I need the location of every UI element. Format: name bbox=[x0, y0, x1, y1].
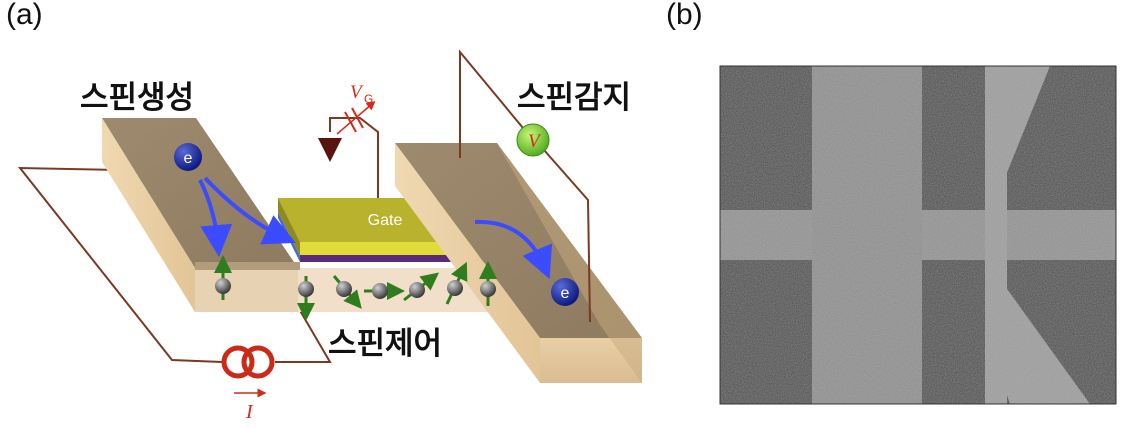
electron-injector: e bbox=[174, 143, 202, 171]
variable-capacitor-icon bbox=[336, 101, 376, 135]
current-symbol: I bbox=[245, 401, 254, 423]
ground-icon bbox=[318, 138, 342, 162]
panel-label-a: (a) bbox=[6, 0, 43, 31]
current-loop-wire bbox=[17, 166, 223, 363]
voltmeter-symbol: V bbox=[528, 131, 542, 152]
voltmeter-wire-right bbox=[543, 149, 591, 323]
spin-device-diagram: Gate V G V I bbox=[17, 49, 642, 423]
panel-label-b: (b) bbox=[666, 0, 703, 31]
spin-particle bbox=[364, 282, 405, 300]
sem-micrograph bbox=[720, 66, 1116, 404]
detector-electrode bbox=[395, 143, 642, 383]
svg-text:e: e bbox=[184, 150, 193, 167]
flow-arrow-to-gate bbox=[203, 176, 296, 245]
flow-arrow-out bbox=[474, 219, 553, 280]
gate-voltage-subscript: G bbox=[364, 92, 373, 106]
current-loop-wire-return bbox=[275, 301, 332, 363]
spin-particle bbox=[479, 261, 497, 306]
gate-label: Gate bbox=[368, 212, 403, 229]
flow-arrow-down bbox=[198, 179, 233, 257]
spin-particle bbox=[332, 275, 362, 309]
electron-detector: e bbox=[551, 278, 579, 306]
voltmeter-icon bbox=[516, 123, 550, 157]
voltmeter-wire-left bbox=[459, 49, 524, 158]
label-spin-detection: 스핀감지 bbox=[517, 80, 631, 116]
label-spin-control: 스핀제어 bbox=[328, 326, 442, 362]
gate-wire bbox=[329, 117, 379, 198]
spin-particle bbox=[445, 261, 468, 305]
svg-text:e: e bbox=[561, 285, 570, 302]
spin-particle bbox=[214, 255, 232, 300]
spin-particle bbox=[297, 276, 315, 321]
spin-particle bbox=[403, 272, 440, 302]
label-spin-generation: 스핀생성 bbox=[80, 80, 194, 116]
current-source-icon bbox=[221, 345, 275, 379]
spin-row bbox=[214, 255, 497, 321]
gate-voltage-symbol: V bbox=[350, 82, 364, 103]
